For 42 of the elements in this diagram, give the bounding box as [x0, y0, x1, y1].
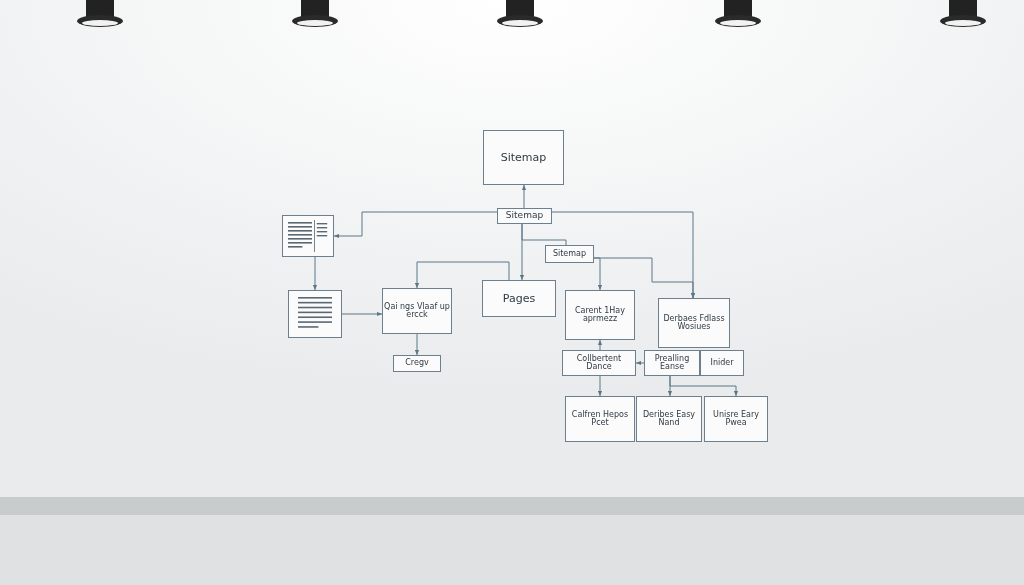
label-box — [565, 290, 635, 340]
arrow — [669, 375, 739, 397]
document-box — [288, 290, 342, 338]
arrow — [597, 339, 603, 351]
node-label: Calfren Hepos Pcet — [570, 410, 630, 428]
label-box — [704, 396, 768, 442]
node-label: Carent 1Hay aprmezz — [574, 306, 626, 324]
arrow — [312, 256, 318, 291]
label-box — [636, 396, 702, 442]
node-label: Cregv — [405, 359, 429, 368]
node-label: Pages — [502, 292, 536, 305]
arrow — [341, 311, 383, 317]
label-box — [393, 355, 441, 372]
arrow — [333, 211, 498, 239]
node-label: Deribes Easy Nand — [641, 410, 697, 428]
document-box — [282, 215, 334, 257]
node-label: Qai ngs Vlaaf up ercck — [383, 302, 451, 320]
label-box — [483, 130, 564, 185]
label-box — [497, 208, 552, 224]
node-label: Inider — [710, 358, 734, 368]
arrow — [414, 261, 510, 289]
node-label: Prealling Eanse — [653, 354, 691, 372]
arrow — [414, 333, 420, 356]
title-label: Sitemap — [500, 151, 547, 164]
label-box — [565, 396, 635, 442]
label-box — [562, 350, 636, 376]
label-box — [382, 288, 452, 334]
node-label: Derbaes Fdlass Wosiues — [662, 314, 726, 332]
label-box — [658, 298, 730, 348]
title-label: Sitemap — [505, 211, 544, 221]
arrow — [521, 184, 527, 209]
label-box — [644, 350, 700, 376]
arrow — [635, 360, 645, 366]
arrow — [597, 375, 603, 397]
title-label: Sitemap — [552, 249, 587, 259]
label-box — [482, 280, 556, 317]
node-label: Collbertent Dance — [575, 354, 623, 372]
arrow — [593, 257, 696, 299]
node-label: Unisre Eary Pwea — [712, 410, 760, 428]
label-box — [700, 350, 744, 376]
connector-line — [521, 223, 567, 246]
label-box — [545, 245, 594, 263]
